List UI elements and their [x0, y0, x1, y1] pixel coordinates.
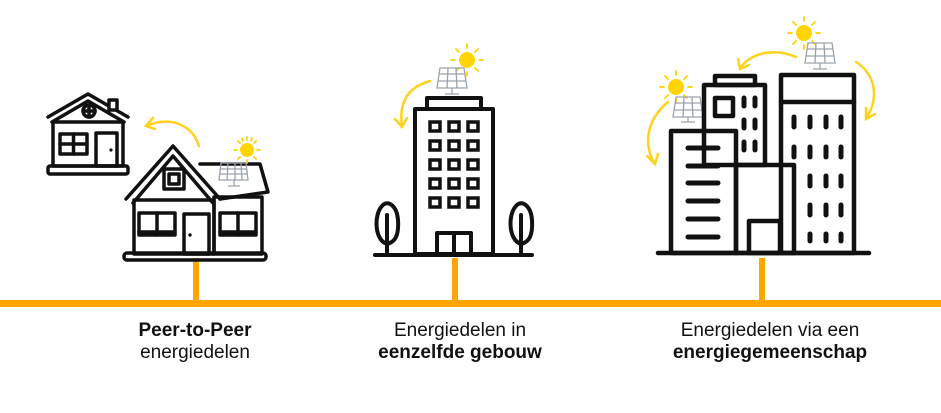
two-houses-with-solar-icon	[0, 0, 300, 262]
share-arrow-icon	[143, 116, 201, 148]
city-buildings-with-solar-icon	[630, 0, 930, 270]
label-peer-to-peer-line2: energiedelen	[140, 342, 250, 363]
label-same-building: Energiedelen in eenzelfde gebouw	[360, 320, 560, 364]
solar-panel-icon	[436, 67, 468, 95]
apartment-building-with-solar-icon	[360, 30, 560, 270]
solar-panel-icon	[218, 162, 249, 187]
small-house-icon	[46, 92, 130, 176]
large-house-icon	[122, 144, 270, 262]
connector-same-building	[452, 258, 458, 302]
share-arrow-icon	[645, 51, 877, 167]
timeline-line	[0, 300, 941, 307]
sun-icon	[233, 136, 261, 164]
connector-peer-to-peer	[193, 258, 199, 302]
solar-panel-icon	[672, 96, 704, 123]
sun-icon	[450, 43, 484, 77]
label-same-building-line2: eenzelfde gebouw	[378, 342, 542, 363]
connector-community	[759, 258, 765, 302]
solar-panel-icon	[804, 42, 836, 70]
label-community: Energiedelen via een energiegemeenschap	[645, 320, 895, 364]
sun-icon	[787, 16, 821, 50]
label-community-line2: energiegemeenschap	[672, 342, 868, 363]
label-peer-to-peer-line1: Peer-to-Peer	[138, 320, 252, 341]
label-peer-to-peer: Peer-to-Peer energiedelen	[110, 320, 280, 364]
label-same-building-line1: Energiedelen in	[393, 320, 527, 341]
label-community-line1: Energiedelen via een	[680, 320, 860, 341]
share-arrow-icon	[393, 79, 432, 130]
